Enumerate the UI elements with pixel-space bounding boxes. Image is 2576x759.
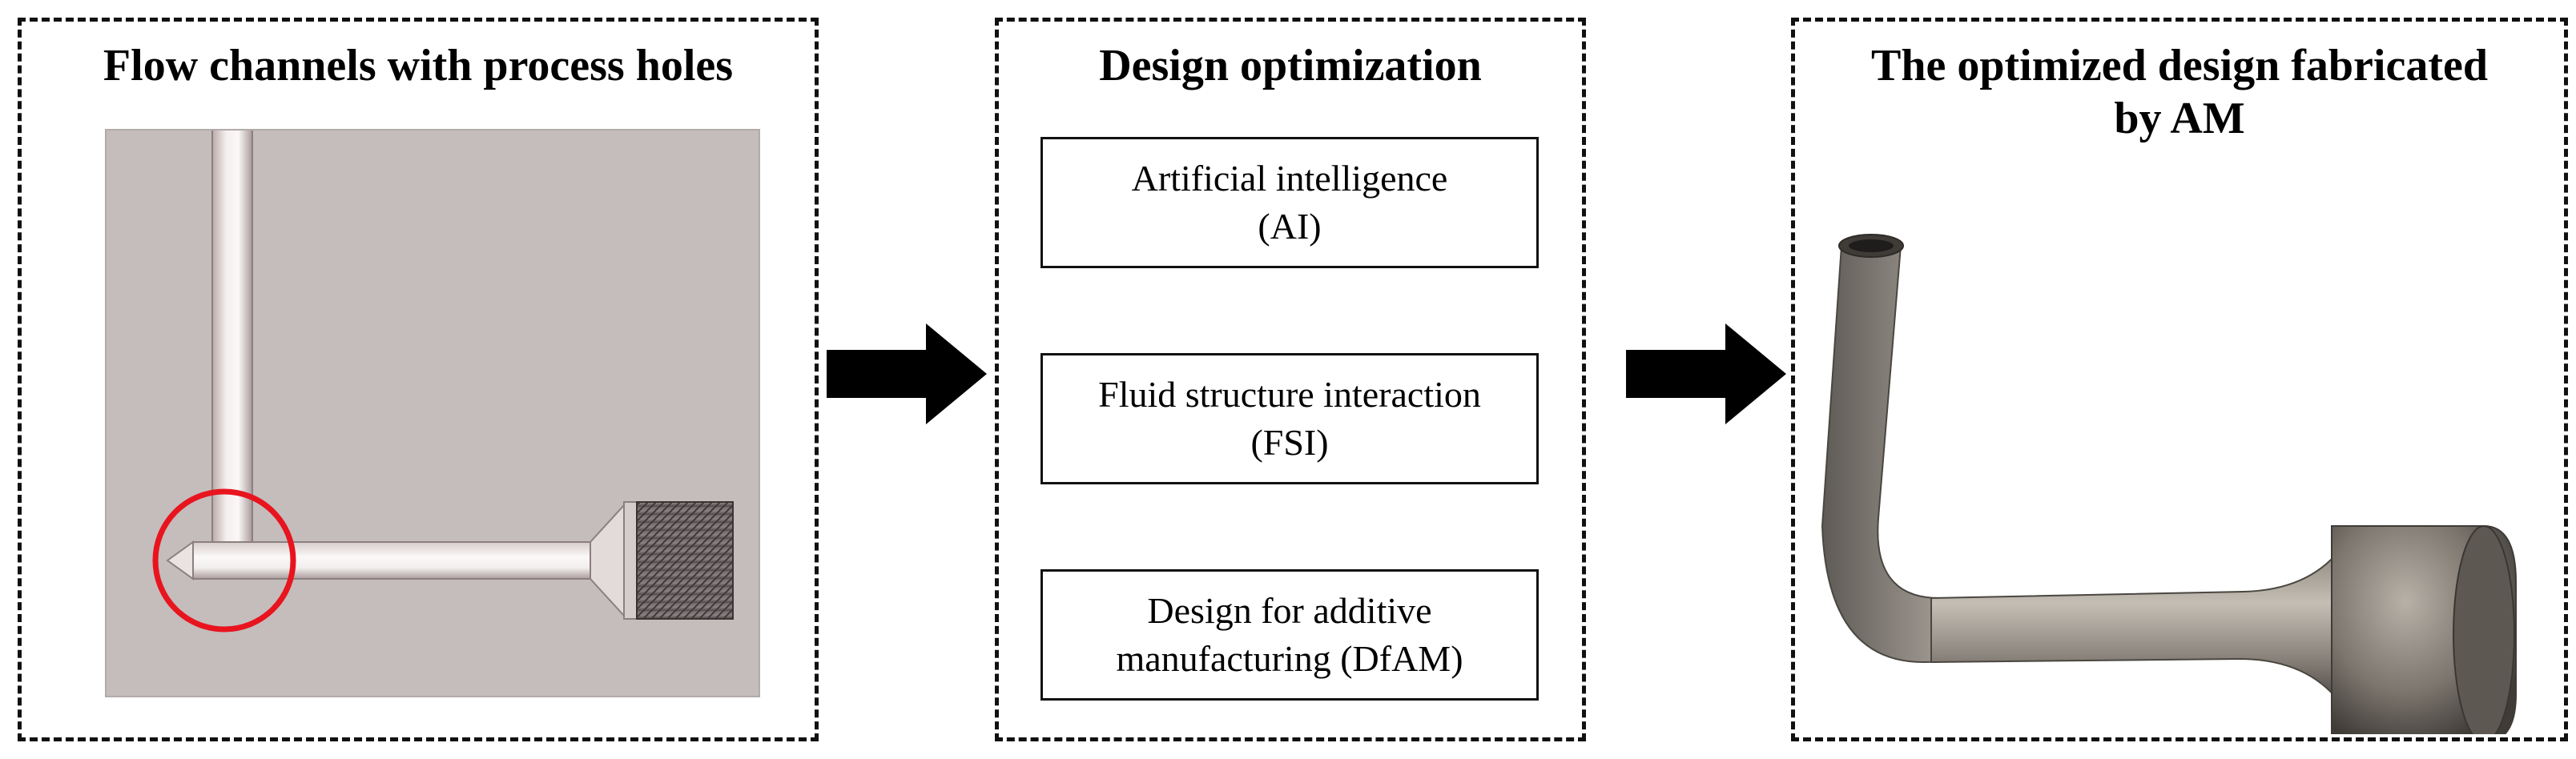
cad-model-view <box>105 127 760 697</box>
panel-flow-channels: Flow channels with process holes <box>18 18 819 741</box>
panel-title-line-1: The optimized design fabricated <box>1871 41 2488 90</box>
arrow-right-icon <box>1626 323 1786 424</box>
panel-title-fabricated-design: The optimized design fabricated by AM <box>1795 39 2564 145</box>
panel-fabricated-design: The optimized design fabricated by AM <box>1791 18 2568 741</box>
vertical-channel <box>211 127 253 549</box>
panel-title-design-optimization: Design optimization <box>1099 41 1482 90</box>
method-fsi-line2: (FSI) <box>1250 422 1329 463</box>
highlight-circle-icon <box>152 488 296 632</box>
arrow-right-icon <box>827 323 987 424</box>
method-dfam-line1: Design for additive <box>1147 590 1432 631</box>
threaded-section <box>636 501 734 620</box>
panel-title-flow-channels: Flow channels with process holes <box>103 41 734 90</box>
part-horizontal-arm <box>1930 548 2341 705</box>
method-ai-line1: Artificial intelligence <box>1131 158 1448 199</box>
panel-title-line-2: by AM <box>2114 94 2245 143</box>
panel-design-optimization: Design optimization Artificial intellige… <box>995 18 1586 741</box>
drill-tip <box>166 540 194 580</box>
method-fsi-line1: Fluid structure interaction <box>1098 374 1481 415</box>
method-dfam-line2: manufacturing (DfAM) <box>1116 638 1463 679</box>
flow-channel-drawing <box>152 127 734 632</box>
method-box-fsi: Fluid structure interaction (FSI) <box>1040 353 1539 484</box>
method-box-ai: Artificial intelligence (AI) <box>1040 137 1539 268</box>
horizontal-channel <box>192 541 593 580</box>
method-box-dfam: Design for additive manufacturing (DfAM) <box>1040 569 1539 701</box>
cone-transition <box>590 503 625 618</box>
fabricated-part-photo <box>1821 234 2517 734</box>
method-ai-line2: (AI) <box>1258 206 1322 247</box>
